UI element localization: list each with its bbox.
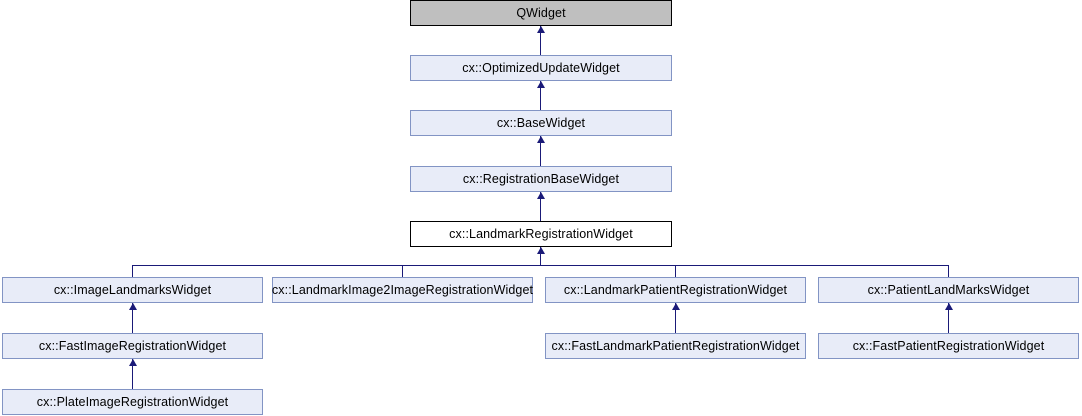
node-landmarkpatientregistrationwidget[interactable]: cx::LandmarkPatientRegistrationWidget — [545, 277, 806, 303]
node-landmarkregistrationwidget[interactable]: cx::LandmarkRegistrationWidget — [410, 221, 672, 247]
edge-bus-horizontal — [132, 265, 949, 266]
node-label-basewidget: cx::BaseWidget — [496, 115, 586, 130]
node-label-fastpatientregistrationwidget: cx::FastPatientRegistrationWidget — [852, 338, 1045, 353]
arrowhead-qwidget — [537, 26, 545, 33]
arrowhead-patientlandmarkswidget — [945, 303, 953, 310]
edge-fastlandmarkpatientregistrationwidget-to-landmarkpatientregistrationwidget — [675, 303, 676, 333]
node-label-fastimageregistrationwidget: cx::FastImageRegistrationWidget — [38, 338, 227, 353]
node-basewidget[interactable]: cx::BaseWidget — [410, 110, 672, 136]
node-plateimageregistrationwidget[interactable]: cx::PlateImageRegistrationWidget — [2, 389, 263, 415]
node-label-imagelandmarkswidget: cx::ImageLandmarksWidget — [53, 282, 212, 297]
node-label-fastlandmarkpatientregistrationwidget: cx::FastLandmarkPatientRegistrationWidge… — [551, 338, 800, 353]
edge-basewidget-to-optimizedupdatewidget — [540, 81, 541, 110]
node-label-plateimageregistrationwidget: cx::PlateImageRegistrationWidget — [36, 394, 229, 409]
edge-optimizedupdatewidget-to-qwidget — [540, 26, 541, 55]
node-label-landmarkregistrationwidget: cx::LandmarkRegistrationWidget — [449, 226, 633, 241]
arrowhead-landmarkpatientregistrationwidget — [672, 303, 680, 310]
node-label-patientlandmarkswidget: cx::PatientLandMarksWidget — [867, 282, 1030, 297]
edge-landmarkpatientregistrationwidget-to-bus — [675, 265, 676, 277]
node-label-optimizedupdatewidget: cx::OptimizedUpdateWidget — [462, 60, 620, 75]
edge-plateimageregistrationwidget-to-fastimageregistrationwidget — [132, 359, 133, 389]
edge-fastimageregistrationwidget-to-imagelandmarkswidget — [132, 303, 133, 333]
node-imagelandmarkswidget[interactable]: cx::ImageLandmarksWidget — [2, 277, 263, 303]
node-fastimageregistrationwidget[interactable]: cx::FastImageRegistrationWidget — [2, 333, 263, 359]
arrowhead-fastimageregistrationwidget — [129, 359, 137, 366]
edge-fastpatientregistrationwidget-to-patientlandmarkswidget — [948, 303, 949, 333]
node-label-landmarkimage2imageregistrationwidget: cx::LandmarkImage2ImageRegistrationWidge… — [271, 282, 534, 297]
node-registrationbasewidget[interactable]: cx::RegistrationBaseWidget — [410, 166, 672, 192]
node-patientlandmarkswidget[interactable]: cx::PatientLandMarksWidget — [818, 277, 1079, 303]
edge-imagelandmarkswidget-to-bus — [132, 265, 133, 277]
node-label-qwidget: QWidget — [516, 5, 566, 20]
node-landmarkimage2imageregistrationwidget[interactable]: cx::LandmarkImage2ImageRegistrationWidge… — [272, 277, 533, 303]
edge-bus-stem — [540, 247, 541, 266]
edge-landmarkimage2imageregistrationwidget-to-bus — [402, 265, 403, 277]
edge-patientlandmarkswidget-to-bus — [948, 265, 949, 277]
node-qwidget[interactable]: QWidget — [410, 0, 672, 26]
arrowhead-imagelandmarkswidget — [129, 303, 137, 310]
node-label-landmarkpatientregistrationwidget: cx::LandmarkPatientRegistrationWidget — [563, 282, 788, 297]
arrowhead-landmarkregistrationwidget — [537, 247, 545, 254]
node-label-registrationbasewidget: cx::RegistrationBaseWidget — [462, 171, 620, 186]
edge-landmarkregistrationwidget-to-registrationbasewidget — [540, 192, 541, 221]
arrowhead-registrationbasewidget — [537, 192, 545, 199]
node-optimizedupdatewidget[interactable]: cx::OptimizedUpdateWidget — [410, 55, 672, 81]
node-fastpatientregistrationwidget[interactable]: cx::FastPatientRegistrationWidget — [818, 333, 1079, 359]
edge-registrationbasewidget-to-basewidget — [540, 136, 541, 166]
arrowhead-optimizedupdatewidget — [537, 81, 545, 88]
arrowhead-basewidget — [537, 136, 545, 143]
node-fastlandmarkpatientregistrationwidget[interactable]: cx::FastLandmarkPatientRegistrationWidge… — [545, 333, 806, 359]
